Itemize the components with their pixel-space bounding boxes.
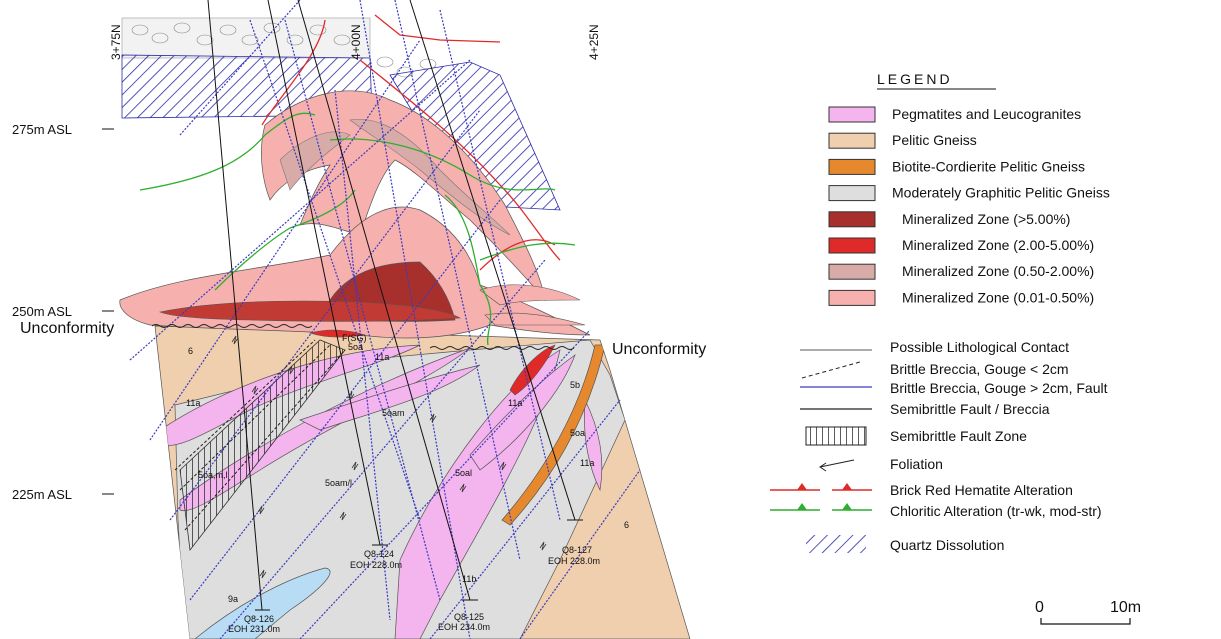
scale-bar: 0 10m [1035, 599, 1141, 625]
drillhole-label-q8-127: Q8-127 EOH 228.0m [548, 545, 600, 566]
unit-label: 6 [188, 346, 193, 356]
legend-structure-symbols [770, 349, 872, 553]
legend-unit-label: Mineralized Zone (0.50-2.00%) [902, 263, 1094, 279]
pegmatite-lens [469, 354, 576, 471]
svg-text:0: 0 [1035, 599, 1044, 616]
legend-unit-label: Mineralized Zone (0.01-0.50%) [902, 289, 1094, 305]
legend-structure-label: Semibrittle Fault / Breccia [890, 401, 1050, 417]
legend-structure-label: Brick Red Hematite Alteration [890, 482, 1073, 498]
unit-label: 5oa,m,l [198, 470, 228, 480]
drillhole-label-q8-124: Q8-124 EOH 228.0m [350, 549, 402, 570]
drillhole-label-q8-126: Q8-126 EOH 231.0m [228, 614, 280, 634]
pegmatite-lens [159, 344, 421, 447]
unit-label: 5oa [570, 428, 585, 438]
unconformity-label-left: Unconformity [20, 320, 114, 337]
legend-unit-label: Mineralized Zone (>5.00%) [902, 211, 1070, 227]
legend-swatch [828, 106, 876, 123]
gridline-label-400: 4+00N [349, 24, 363, 60]
svg-text:Q8-125: Q8-125 [454, 612, 484, 622]
pegmatite-lens [299, 364, 481, 431]
pegmatite-lens [584, 398, 603, 492]
unit-label: 5oam/l [325, 478, 352, 488]
legend-swatch [828, 237, 876, 254]
breccia-dashed-lines [174, 339, 346, 531]
hematite-alteration-line [261, 14, 561, 271]
svg-text:EOH 234.0m: EOH 234.0m [438, 622, 490, 632]
gridline-label-375: 3+75N [109, 24, 123, 60]
unit-label: 5oal [455, 468, 472, 478]
legend-unit-label: Mineralized Zone (2.00-5.00%) [902, 237, 1094, 253]
unconformity-line [151, 324, 575, 350]
mineralized-zone-halo [484, 312, 586, 326]
unit-label: 11a [508, 398, 522, 408]
elevation-label-275: 275m ASL [12, 122, 72, 137]
mineralized-zone-basement [509, 344, 556, 396]
svg-text:Q8-126: Q8-126 [244, 614, 274, 624]
unit-label: 6 [624, 520, 629, 530]
svg-text:10m: 10m [1110, 599, 1141, 616]
gridline-label-425: 4+25N [587, 24, 601, 60]
overburden-cap [121, 17, 371, 59]
legend-unit-label: Moderately Graphitic Pelitic Gneiss [892, 185, 1110, 201]
legend-unit-label: Biotite-Cordierite Pelitic Gneiss [892, 158, 1085, 174]
unit-label: F(SG) [342, 333, 367, 343]
unit-label: 5b [570, 380, 580, 390]
svg-text:Q8-127: Q8-127 [562, 545, 592, 555]
legend-structure-label: Foliation [890, 456, 943, 472]
unit-9a-lens [194, 567, 331, 639]
unit-label: 11a [375, 352, 389, 362]
mineralized-zone-lens [308, 329, 366, 338]
brittle-faults [129, 0, 641, 639]
drillhole-traces [207, 0, 583, 611]
legend-structure-label: Brittle Breccia, Gouge < 2cm [890, 361, 1069, 377]
svg-text:EOH 228.0m: EOH 228.0m [350, 560, 402, 570]
unit-label: 11b [462, 574, 476, 584]
legend-swatch [828, 263, 876, 280]
legend-structure-label: Brittle Breccia, Gouge > 2cm, Fault [890, 380, 1108, 396]
legend-swatch [828, 211, 876, 228]
legend-structure-label: Semibrittle Fault Zone [890, 428, 1027, 444]
legend-unit-label: Pegmatites and Leucogranites [892, 106, 1081, 122]
legend-title: LEGEND [877, 71, 953, 87]
overburden-pattern [131, 22, 437, 78]
elevation-label-225: 225m ASL [12, 487, 72, 502]
chloritic-alteration-line [139, 112, 576, 346]
mineralized-zone-inner [279, 131, 351, 191]
mineralized-zone-inner [349, 118, 511, 236]
unit-label: 11a [186, 398, 200, 408]
unit-label: 11a [580, 458, 594, 468]
foliation-symbols [231, 335, 547, 579]
legend-swatch [828, 132, 876, 149]
unconformity-label-right: Unconformity [612, 341, 706, 358]
legend-swatch [828, 289, 876, 306]
drillhole-label-q8-125: Q8-125 EOH 234.0m [438, 612, 490, 632]
svg-text:EOH 231.0m: EOH 231.0m [228, 624, 280, 634]
svg-text:Q8-124: Q8-124 [364, 549, 394, 559]
unit-label: 9a [228, 594, 238, 604]
elevation-label-250: 250m ASL [12, 304, 72, 319]
svg-text:EOH 228.0m: EOH 228.0m [548, 556, 600, 566]
legend-structure-label: Chloritic Alteration (tr-wk, mod-str) [890, 503, 1102, 519]
legend-structure-label: Possible Lithological Contact [890, 339, 1069, 355]
unit-label: 5oam [382, 408, 405, 418]
legend-unit-label: Pelitic Gneiss [892, 132, 977, 148]
legend-swatch [828, 185, 876, 202]
legend-swatch [828, 158, 876, 175]
unit-label: 5oa [348, 342, 363, 352]
legend-structure-label: Quartz Dissolution [890, 537, 1004, 553]
biotite-cordierite-band [501, 344, 606, 526]
